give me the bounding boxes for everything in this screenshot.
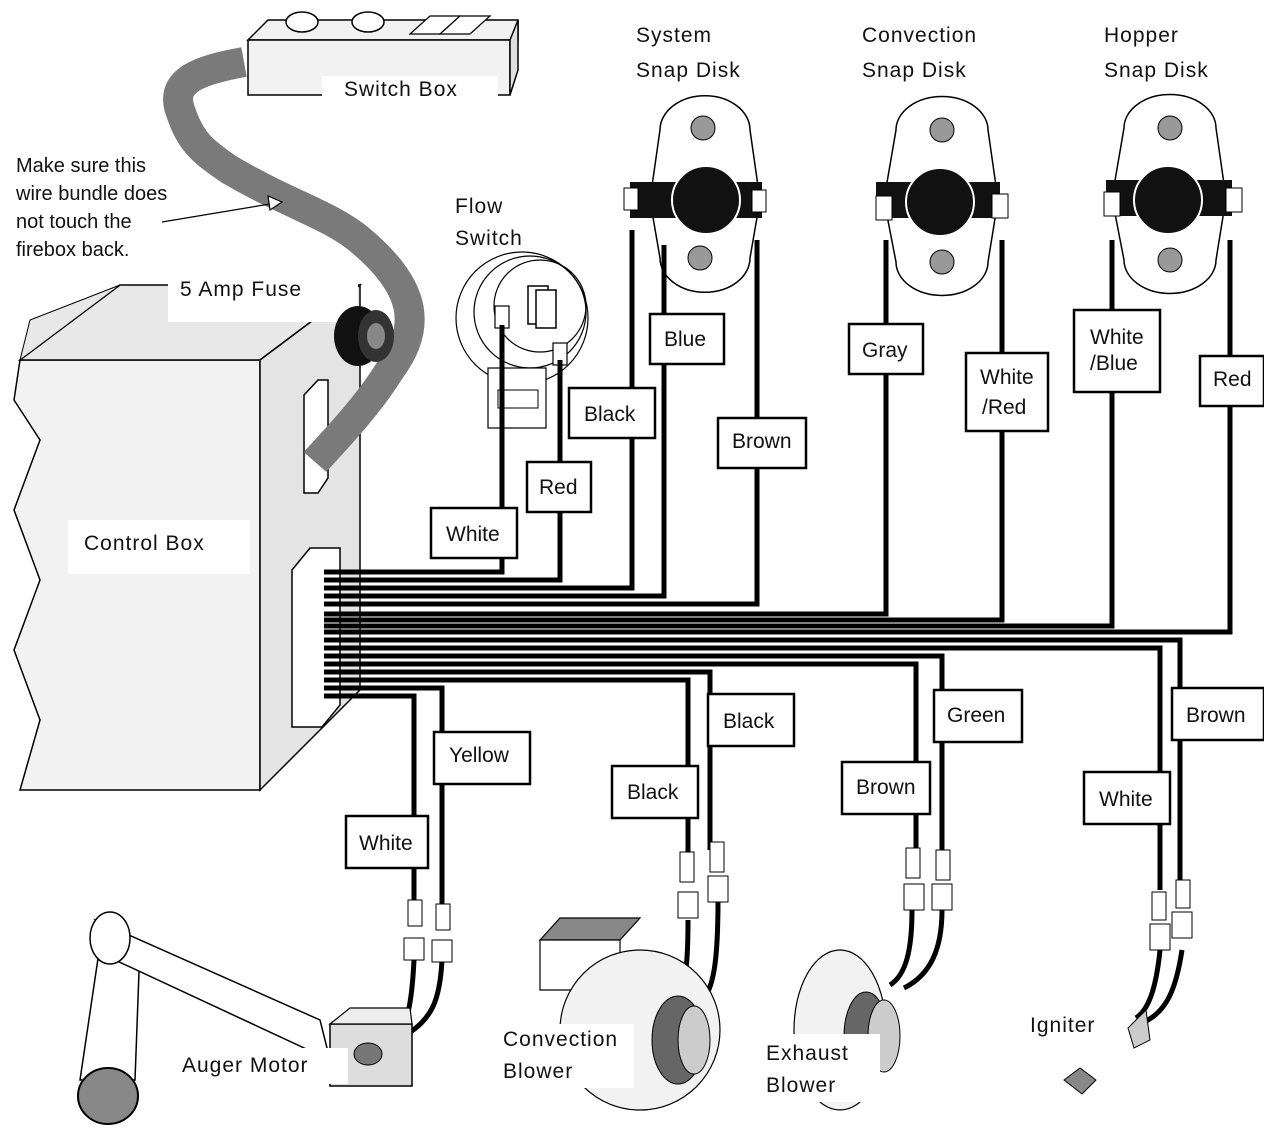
wire-label-conv-gray: Gray: [862, 339, 908, 362]
wire-bundle: [163, 47, 425, 472]
control-box-label: Control Box: [84, 532, 205, 555]
flow-switch-label-1: Flow: [455, 195, 503, 218]
hopper-snap-disk: Hopper Snap Disk: [1103, 24, 1243, 295]
wire-label-hopper-red: Red: [1213, 368, 1252, 391]
note-line-4: firebox back.: [16, 239, 129, 261]
lower-wires: [324, 637, 1183, 910]
note-line-1: Make sure this: [16, 155, 146, 177]
switch-box-label: Switch Box: [344, 78, 458, 101]
wire-label-igniter-white: White: [1099, 788, 1153, 811]
note: Make sure this wire bundle does not touc…: [15, 155, 284, 261]
note-line-2: wire bundle does: [15, 183, 167, 205]
wire-label-hopper-whiteblue-1: White: [1090, 326, 1144, 349]
flow-switch-label-2: Switch: [455, 227, 523, 250]
hopper-disk-label-1: Hopper: [1104, 24, 1179, 47]
wire-label-conv-whitered-1: White: [980, 366, 1034, 389]
convection-disk-label-1: Convection: [862, 24, 977, 47]
wire-label-flow-white: White: [446, 523, 500, 546]
auger-motor: Auger Motor: [77, 911, 413, 1125]
wire-label-auger-yellow: Yellow: [449, 744, 510, 767]
hopper-disk-label-2: Snap Disk: [1104, 59, 1209, 82]
wire-label-igniter-brown: Brown: [1186, 704, 1246, 727]
convection-blower-label-2: Blower: [503, 1060, 573, 1083]
igniter-label: Igniter: [1030, 1014, 1095, 1037]
wire-labels: White Red Black Blue Brown Gray White /R…: [344, 308, 1264, 870]
note-line-3: not touch the: [16, 211, 132, 233]
convection-disk-label-2: Snap Disk: [862, 59, 967, 82]
wire-label-exhaust-brown: Brown: [856, 776, 916, 799]
wire-label-exhaust-green: Green: [947, 704, 1005, 727]
switch-box: Switch Box: [246, 11, 519, 104]
system-disk-label-1: System: [636, 24, 712, 47]
wire-label-auger-white: White: [359, 832, 413, 855]
exhaust-blower-label-1: Exhaust: [766, 1042, 849, 1065]
convection-blower: Convection Blower: [494, 917, 721, 1111]
wire-label-hopper-whiteblue-2: /Blue: [1090, 352, 1138, 375]
wire-label-system-blue: Blue: [664, 328, 706, 351]
convection-snap-disk: Convection Snap Disk: [862, 24, 1009, 297]
system-snap-disk: System Snap Disk: [623, 24, 767, 294]
igniter: Igniter: [1030, 1008, 1151, 1095]
convection-blower-label-1: Convection: [503, 1028, 618, 1051]
exhaust-blower-label-2: Blower: [766, 1074, 836, 1097]
system-disk-label-2: Snap Disk: [636, 59, 741, 82]
control-box: Control Box: [13, 283, 363, 792]
wire-label-flow-red: Red: [539, 476, 578, 499]
wire-label-convblower-black-2: Black: [723, 710, 775, 733]
flow-switch: Flow Switch: [455, 195, 589, 429]
fuse: 5 Amp Fuse: [168, 276, 394, 366]
auger-motor-label: Auger Motor: [182, 1054, 309, 1077]
wire-label-system-brown: Brown: [732, 430, 792, 453]
exhaust-blower: Exhaust Blower: [756, 949, 901, 1111]
wire-label-conv-whitered-2: /Red: [982, 396, 1026, 419]
wire-label-convblower-black-1: Black: [627, 781, 679, 804]
connectors: [403, 841, 1193, 963]
wire-label-system-black: Black: [584, 403, 636, 426]
fuse-label: 5 Amp Fuse: [180, 278, 302, 301]
